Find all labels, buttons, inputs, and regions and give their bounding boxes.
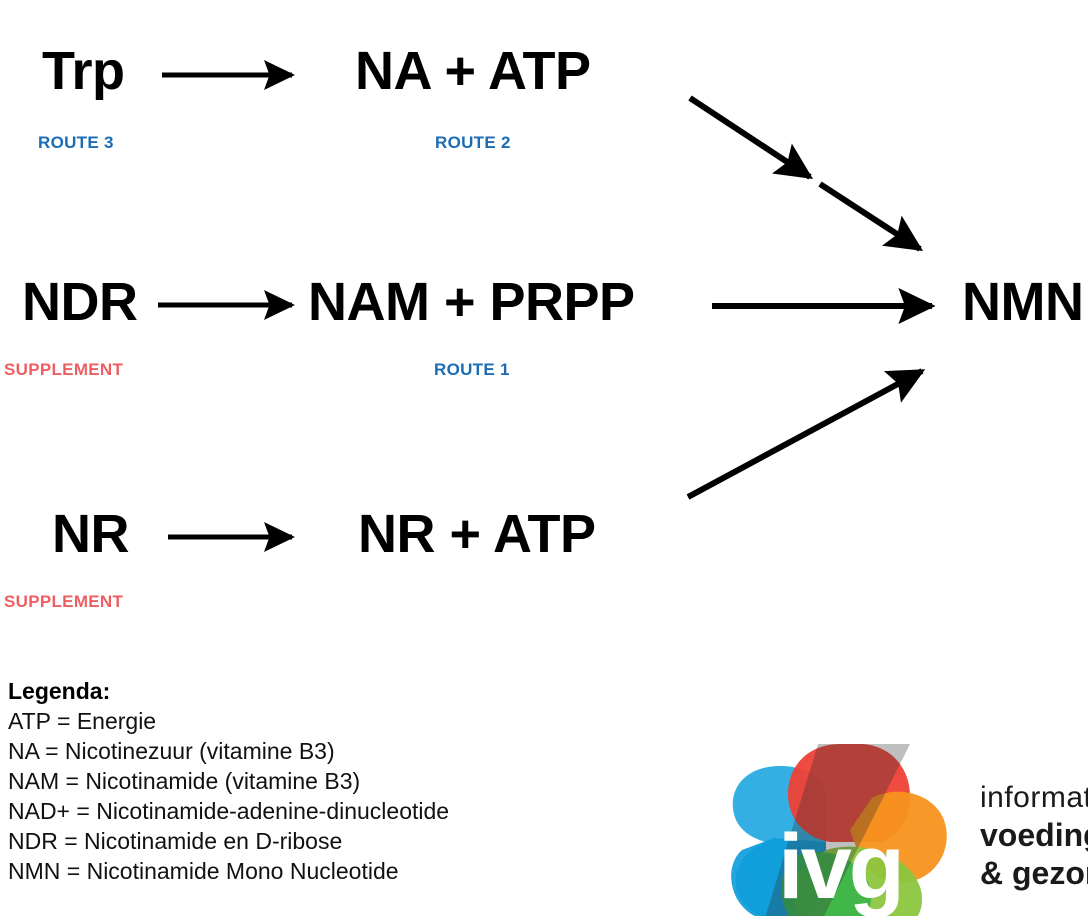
legend-item-nad: NAD+ = Nicotinamide-adenine-dinucleotide [8,798,450,824]
legend-item-na: NA = Nicotinezuur (vitamine B3) [8,738,335,764]
logo-text-line3: & gezondheid [980,855,1088,891]
logo-shade-band [765,744,910,916]
legend-item-nmn: NMN = Nicotinamide Mono Nucleotide [8,858,399,884]
legend: Legenda: ATP = Energie NA = Nicotinezuur… [8,676,449,886]
arrow-nratp-to-nmn [686,368,926,500]
arrow-na-to-nmn-lower [818,181,924,252]
arrow-na-to-nmn-upper [688,95,814,180]
sublabel-route-1: ROUTE 1 [434,360,510,379]
ivg-logo: ivg informatiecentrum voeding & gezondhe… [722,738,1088,916]
node-nr-atp: NR + ATP [358,504,596,564]
sublabel-route-3: ROUTE 3 [38,133,114,152]
legend-item-atp: ATP = Energie [8,708,157,734]
legend-title: Legenda: [8,678,111,704]
node-ndr: NDR [22,272,138,332]
node-trp: Trp [42,41,125,101]
logo-text-line1: informatiecentrum [980,781,1088,814]
ivg-logo-text: informatiecentrum voeding & gezondheid [980,780,1088,892]
logo-text-line2: voeding [980,817,1088,853]
node-nr: NR [52,504,130,564]
node-nam-prpp: NAM + PRPP [308,272,635,332]
node-nmn: NMN [962,272,1084,332]
sublabel-supplement-ndr: SUPPLEMENT [4,360,124,379]
node-na-atp: NA + ATP [355,41,591,101]
sublabel-supplement-nr: SUPPLEMENT [4,592,124,611]
logo-wordmark: ivg [778,816,902,916]
legend-item-nam: NAM = Nicotinamide (vitamine B3) [8,768,361,794]
legend-item-ndr: NDR = Nicotinamide en D-ribose [8,828,343,854]
ivg-logo-mark: ivg [731,744,947,916]
sublabel-route-2: ROUTE 2 [435,133,511,152]
